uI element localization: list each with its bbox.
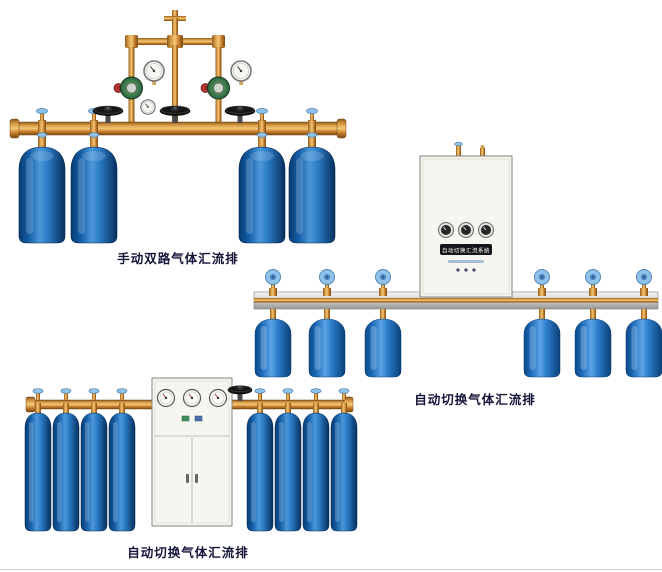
cabinet-nameplate-text: 自动切换汇流系统 bbox=[442, 247, 490, 255]
gauge-stem bbox=[239, 79, 243, 85]
gas-cylinder bbox=[302, 402, 330, 532]
cylinder-port-valve bbox=[256, 108, 268, 122]
gas-cylinder bbox=[364, 311, 402, 378]
pressure-regulator bbox=[200, 76, 230, 100]
control-cabinet: 自动切换汇流系统 bbox=[419, 141, 513, 298]
gas-cylinder bbox=[308, 311, 346, 378]
gas-cylinder bbox=[246, 402, 274, 532]
door-handle bbox=[195, 474, 198, 483]
pressure-gauge bbox=[143, 60, 165, 82]
gas-cylinder bbox=[574, 311, 612, 378]
product-caption: 手动双路气体汇流排 bbox=[117, 252, 239, 266]
product-caption: 自动切换气体汇流排 bbox=[414, 393, 536, 407]
cabinet-gauge bbox=[182, 388, 202, 408]
gas-cylinder bbox=[330, 402, 358, 532]
gas-cylinder bbox=[274, 402, 302, 532]
gas-cylinder bbox=[18, 132, 66, 244]
manifold-pipe bbox=[9, 118, 347, 144]
gas-cylinder bbox=[108, 402, 136, 532]
indicator-light bbox=[464, 268, 468, 272]
manual-dual-manifold-illustration bbox=[9, 10, 347, 244]
indicator-light bbox=[456, 268, 460, 272]
gas-cylinder bbox=[254, 311, 292, 378]
cabinet-gauge bbox=[208, 388, 228, 408]
indicator-light bbox=[194, 415, 203, 422]
gas-cylinder bbox=[70, 132, 118, 244]
cabinet-gauge bbox=[478, 222, 494, 238]
pressure-gauge bbox=[140, 99, 156, 115]
gas-cylinder bbox=[80, 402, 108, 532]
pressure-regulator bbox=[113, 76, 143, 100]
gas-cylinder bbox=[52, 402, 80, 532]
cabinet-gauge bbox=[458, 222, 474, 238]
shutoff-valve bbox=[159, 105, 191, 124]
door-handle bbox=[186, 474, 189, 483]
cabinet-gauge bbox=[156, 388, 176, 408]
pressure-gauge bbox=[230, 60, 252, 82]
shutoff-valve bbox=[224, 105, 256, 124]
cylinder-port-valve bbox=[306, 108, 318, 122]
gas-cylinder bbox=[523, 311, 561, 378]
bottom-divider bbox=[0, 569, 662, 570]
inlet-piping bbox=[125, 10, 225, 124]
gas-cylinder bbox=[24, 402, 52, 532]
gauge-stem bbox=[152, 79, 156, 85]
cabinet-nameplate bbox=[440, 244, 492, 255]
indicator-light bbox=[472, 268, 476, 272]
cabinet-subtext-row bbox=[448, 260, 484, 263]
control-cabinet bbox=[151, 377, 233, 527]
cabinet-gauge bbox=[438, 222, 454, 238]
cylinder-port-valve bbox=[36, 108, 48, 122]
auto-switch-floor-illustration bbox=[24, 377, 358, 532]
gas-cylinder bbox=[625, 311, 662, 378]
auto-switch-wall-illustration: 自动切换汇流系统 bbox=[253, 141, 662, 378]
indicator-light bbox=[181, 415, 190, 422]
product-caption: 自动切换气体汇流排 bbox=[127, 546, 249, 560]
